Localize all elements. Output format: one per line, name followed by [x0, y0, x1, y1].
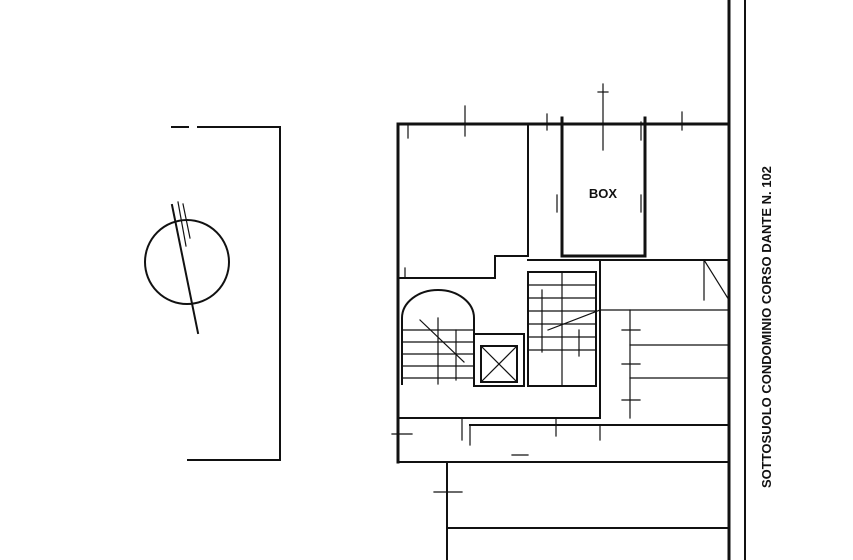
left-frame	[171, 126, 281, 461]
box-label: BOX	[589, 186, 618, 201]
room-upper-left	[397, 123, 529, 279]
service-rooms	[527, 259, 730, 419]
right-border	[727, 0, 746, 560]
plan-title: SOTTOSUOLO CONDOMINIO CORSO DANTE N. 102	[759, 166, 774, 488]
north-arrow-icon	[144, 201, 230, 335]
elevator-icon	[473, 333, 525, 387]
staircase-right	[527, 271, 601, 387]
staircase-left	[401, 289, 475, 385]
lower-corridor	[433, 417, 730, 560]
box-room	[546, 83, 647, 258]
